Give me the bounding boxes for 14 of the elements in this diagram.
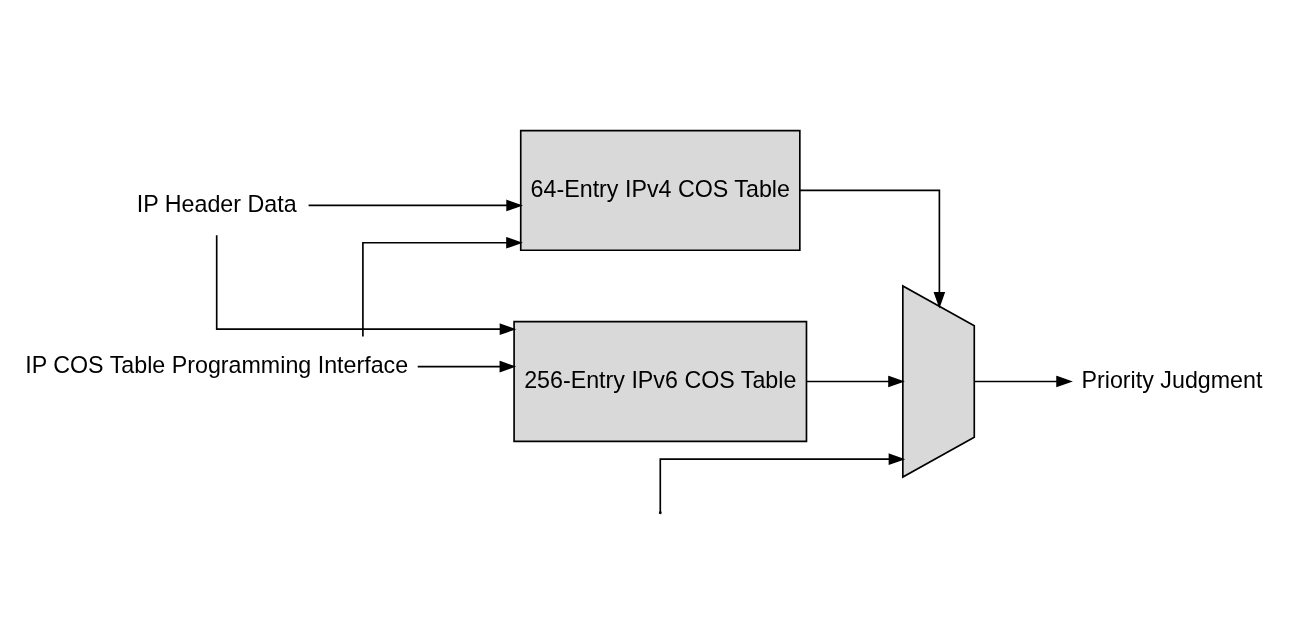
arrow <box>215 234 517 335</box>
node-text: IP COS Table Programming Interface <box>25 351 409 378</box>
node-box: 256-Entry IPv6 COS Table <box>513 320 808 443</box>
arrow <box>362 236 523 338</box>
arrow <box>307 199 523 212</box>
arrow <box>973 375 1073 388</box>
arrow <box>416 360 517 373</box>
node-box: 64-Entry IPv4 COS Table <box>519 129 801 252</box>
node-trapezoid <box>902 284 976 479</box>
arrow <box>805 375 905 388</box>
arrow <box>799 189 946 309</box>
node-text: IP Header Data <box>136 190 297 217</box>
arrow <box>659 453 906 513</box>
node-text: Priority Judgment <box>1081 366 1263 393</box>
